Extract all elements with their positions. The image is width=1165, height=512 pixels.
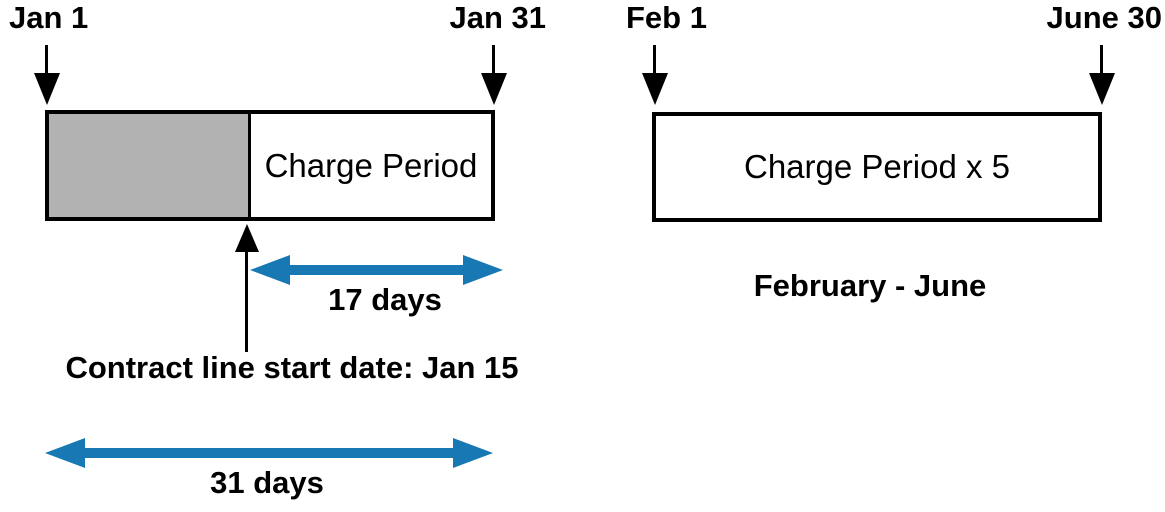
thirtyone-days-span-arrow-icon xyxy=(45,438,493,468)
charge-period-x5-bar-label: Charge Period x 5 xyxy=(744,148,1010,185)
jan1-date-label: Jan 1 xyxy=(9,0,89,35)
jan31-date-label: Jan 31 xyxy=(449,0,546,35)
pre-contract-segment xyxy=(49,114,251,217)
arrow-shaft xyxy=(73,448,465,458)
arrow-stem xyxy=(653,45,656,75)
arrow-head-right xyxy=(463,255,503,285)
contract-start-pointer-arrow-icon xyxy=(235,224,259,352)
february-june-caption: February - June xyxy=(753,268,987,303)
charge-period-bar-label: Charge Period xyxy=(264,146,478,184)
june30-date-label: June 30 xyxy=(1046,0,1162,35)
january-timeline-bar: Charge Period xyxy=(45,110,495,221)
jan1-down-arrow-icon xyxy=(34,45,60,122)
feb-june-timeline-bar: Charge Period x 5 xyxy=(652,112,1102,222)
feb1-date-label: Feb 1 xyxy=(626,0,707,35)
arrow-head-right xyxy=(453,438,493,468)
arrow-shaft xyxy=(278,265,475,275)
arrow-stem xyxy=(492,45,495,75)
arrow-stem xyxy=(1100,45,1103,75)
jan31-down-arrow-icon xyxy=(481,45,507,122)
arrow-head xyxy=(481,73,507,105)
contract-start-date-label: Contract line start date: Jan 15 xyxy=(65,350,519,385)
seventeen-days-label: 17 days xyxy=(328,282,442,317)
arrow-head xyxy=(1089,73,1115,105)
arrow-head xyxy=(642,73,668,105)
seventeen-days-span-arrow-icon xyxy=(250,255,503,285)
arrow-head xyxy=(34,73,60,105)
arrow-stem xyxy=(245,250,248,352)
feb1-down-arrow-icon xyxy=(642,45,668,122)
arrow-head xyxy=(235,224,259,252)
june30-down-arrow-icon xyxy=(1089,45,1115,122)
arrow-stem xyxy=(45,45,48,75)
thirtyone-days-label: 31 days xyxy=(210,465,324,500)
